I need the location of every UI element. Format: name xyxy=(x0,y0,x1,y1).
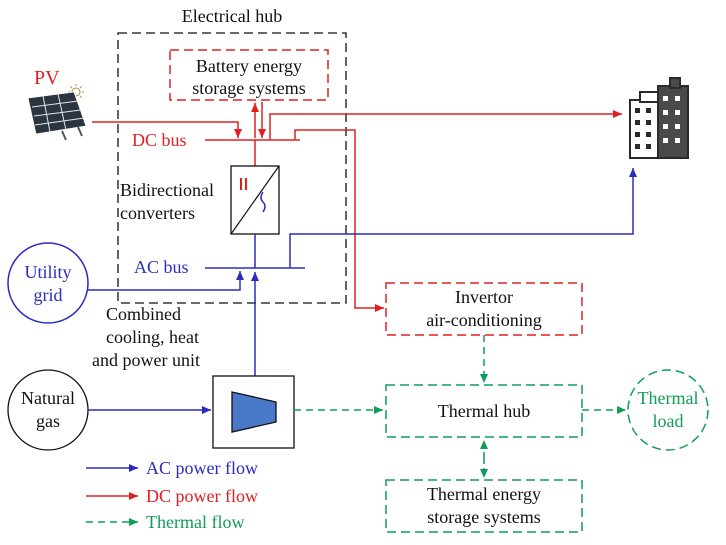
thermal-load-label-line1: Thermal xyxy=(638,388,699,408)
legend: AC power flow DC power flow Thermal flow xyxy=(86,458,258,532)
invertor-label-line1: Invertor xyxy=(455,287,513,307)
legend-dc-label: DC power flow xyxy=(146,486,258,506)
legend-thermal-label: Thermal flow xyxy=(146,512,244,532)
pv-label: PV xyxy=(34,67,60,89)
cchp-label-line2: cooling, heat xyxy=(106,327,199,347)
dc-bus-label: DC bus xyxy=(132,130,187,150)
bidirectional-label-line2: converters xyxy=(120,203,195,223)
ac-bus-label: AC bus xyxy=(134,257,189,277)
bidirectional-label-line1: Bidirectional xyxy=(120,180,214,200)
cchp-label-line1: Combined xyxy=(106,304,181,324)
thermal-storage-box xyxy=(385,479,583,533)
dc-to-buildings-arrow xyxy=(269,110,622,140)
pv-to-dc-arrow xyxy=(92,121,242,138)
electrical-hub-box xyxy=(117,32,347,304)
turbine-icon xyxy=(212,375,295,449)
buildings-icon xyxy=(629,77,689,159)
electrical-hub-label: Electrical hub xyxy=(182,6,282,26)
natural-gas-label-line1: Natural xyxy=(21,388,75,408)
dc-to-invertor-arrow xyxy=(294,129,384,312)
cchp-label-line3: and power unit xyxy=(92,350,200,370)
battery-storage-label-line2: storage systems xyxy=(192,78,305,98)
utility-grid-node xyxy=(7,242,89,324)
battery-storage-label-line1: Battery energy xyxy=(196,56,302,76)
thermal-storage-label-line2: storage systems xyxy=(427,507,540,527)
thermal-hub-box xyxy=(385,384,583,438)
natural-gas-node xyxy=(7,369,89,451)
grid-to-ac-arrow xyxy=(88,271,244,291)
invertor-ac-box xyxy=(385,282,583,336)
utility-grid-label-line2: grid xyxy=(34,285,63,305)
thermal-storage-label-line1: Thermal energy xyxy=(427,484,541,504)
natural-gas-label-line2: gas xyxy=(36,411,60,431)
thermal-load-node xyxy=(627,369,709,451)
legend-ac-label: AC power flow xyxy=(146,458,258,478)
battery-storage-box xyxy=(169,49,329,101)
solar-panel-icon xyxy=(27,91,87,141)
utility-grid-label-line1: Utility xyxy=(24,262,71,282)
ac-to-buildings-arrow xyxy=(289,168,637,268)
invertor-label-line2: air-conditioning xyxy=(426,310,542,330)
converter-icon xyxy=(230,165,280,235)
thermal-hub-label: Thermal hub xyxy=(438,401,530,421)
thermal-load-label-line2: load xyxy=(653,411,684,431)
